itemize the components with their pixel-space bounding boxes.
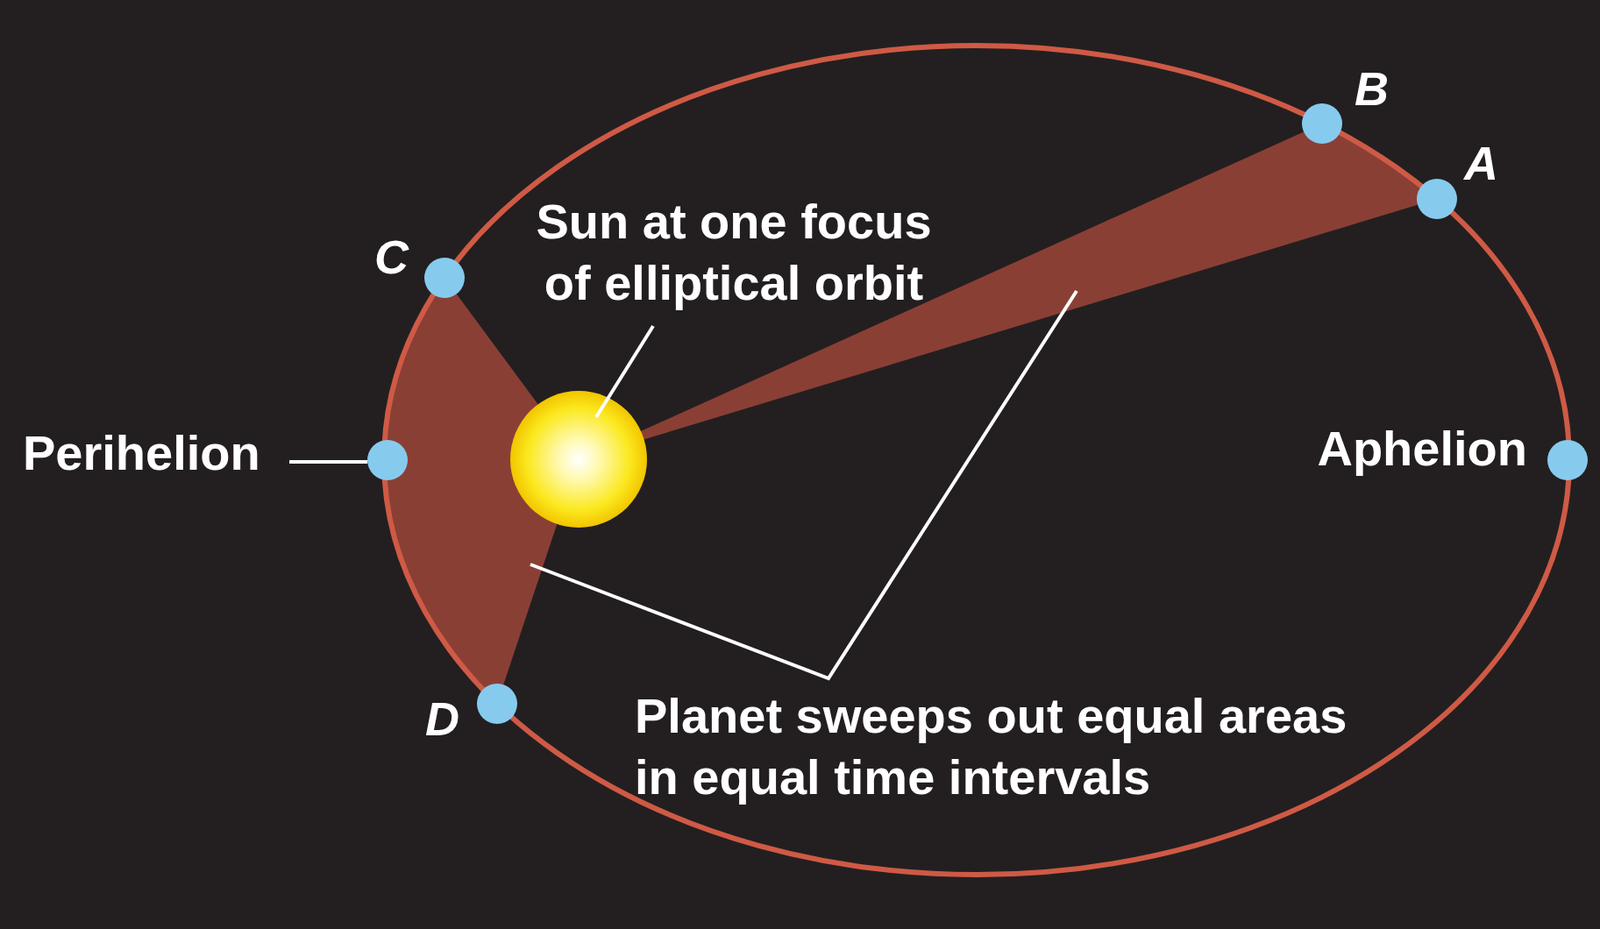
aphelion-label: Aphelion [1316, 418, 1528, 480]
point-label: B [1354, 57, 1389, 120]
planet-position [1416, 178, 1458, 220]
planet-position [476, 683, 518, 725]
leader-line [289, 460, 368, 464]
point-label: C [374, 226, 409, 288]
sun [510, 391, 648, 528]
point-label: D [425, 688, 460, 750]
sun-label: Sun at one focus of elliptical orbit [523, 191, 945, 314]
leader-line [596, 326, 654, 418]
area-law-label: Planet sweeps out equal areas in equal t… [634, 685, 1376, 809]
planet-position [424, 257, 465, 299]
perihelion-label: Perihelion [22, 422, 261, 484]
point-label: A [1464, 132, 1499, 194]
planet-position [1547, 440, 1588, 481]
planet-position [1301, 103, 1343, 144]
elliptical-orbit [384, 45, 1570, 875]
planet-position [367, 440, 408, 481]
leader-bracket [530, 291, 1077, 679]
